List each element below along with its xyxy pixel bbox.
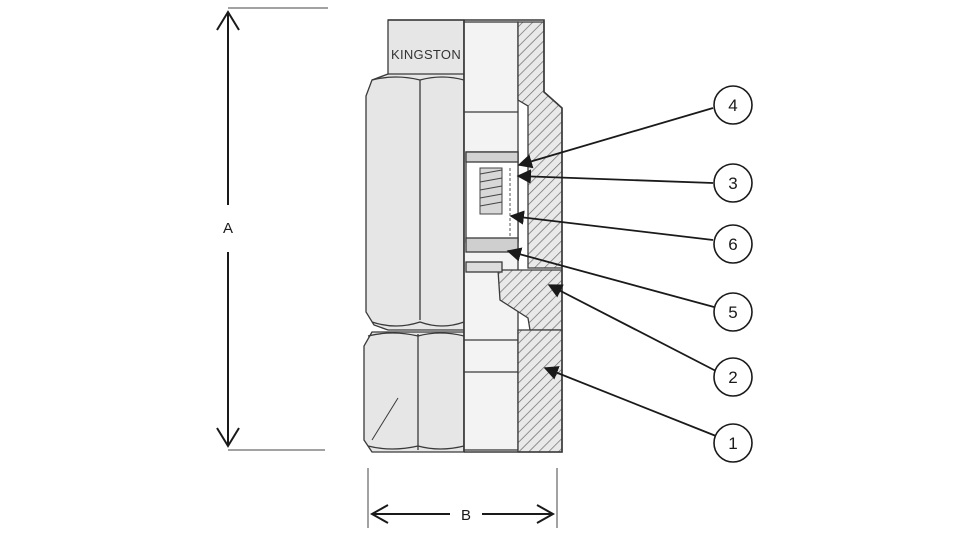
dimension-b: B (367, 468, 558, 528)
brand-engraving: KINGSTON (391, 47, 461, 62)
callout-4-number: 4 (728, 96, 737, 115)
callout-2: 2 (713, 357, 753, 397)
leader-5 (506, 247, 715, 308)
lower-hex-bottom-chamfer (367, 445, 465, 450)
lower-hex-body (363, 331, 465, 453)
callout-3: 3 (713, 163, 753, 203)
callout-5: 5 (713, 292, 753, 332)
valve-outline (388, 19, 563, 453)
callout-1: 1 (713, 423, 753, 463)
lower-hex-shading-line (371, 397, 399, 441)
dimension-a: A (216, 7, 328, 451)
callout-6: 6 (713, 224, 753, 264)
poppet (465, 237, 519, 253)
valve-body-exterior (363, 19, 465, 453)
callout-2-number: 2 (728, 368, 737, 387)
lower-hex-top-chamfer (367, 332, 465, 337)
spring (479, 167, 503, 215)
leader-4 (517, 107, 714, 169)
callout-6-number: 6 (728, 235, 737, 254)
dimension-a-label: A (223, 220, 233, 237)
valve-body-section (388, 19, 563, 453)
body-wall-section (517, 329, 563, 453)
upper-hex-cap (365, 19, 465, 331)
dimension-b-left-arrowhead (369, 504, 389, 524)
cap-wall-section (517, 21, 563, 269)
dimension-a-bottom-arrowhead (216, 427, 240, 448)
dimension-b-label: B (461, 507, 471, 524)
callout-3-number: 3 (728, 174, 737, 193)
hex-top-chamfer (371, 76, 465, 81)
callout-1-number: 1 (728, 434, 737, 453)
leader-1 (543, 366, 717, 437)
hex-bottom-chamfer (371, 321, 465, 327)
leader-6 (509, 210, 714, 241)
dimension-b-right-arrowhead (536, 504, 556, 524)
dimension-a-top-arrowhead (216, 10, 240, 31)
callout-bubbles: 4 3 6 5 2 1 (713, 85, 753, 463)
callout-5-number: 5 (728, 303, 737, 322)
retainer (465, 151, 519, 163)
callout-leaders (506, 107, 717, 437)
seat-ring (465, 261, 503, 273)
leader-3 (516, 169, 714, 184)
leader-2 (547, 284, 717, 372)
callout-4: 4 (713, 85, 753, 125)
